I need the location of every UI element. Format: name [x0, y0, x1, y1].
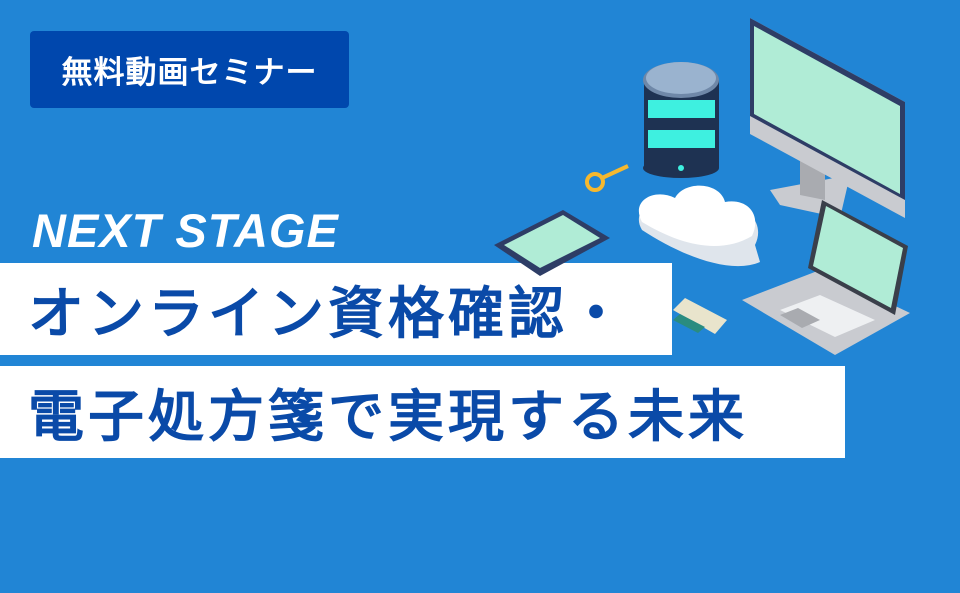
subtitle: NEXT STAGE: [32, 204, 339, 257]
illustration: [494, 18, 910, 355]
key-icon: [585, 164, 629, 192]
seminar-badge: 無料動画セミナー: [30, 31, 349, 108]
login-card-icon: [673, 298, 727, 334]
laptop-icon: [742, 200, 910, 355]
cloud-icon: [638, 185, 760, 267]
title-line-2: 電子処方箋で実現する未来: [0, 366, 845, 458]
tablet-icon: [494, 210, 610, 276]
database-server-icon: [643, 62, 719, 178]
title-line-1: オンライン資格確認・: [0, 263, 672, 355]
title-line-1-text: オンライン資格確認・: [28, 281, 628, 347]
desktop-monitor-icon: [750, 18, 905, 218]
title-line-2-text: 電子処方箋で実現する未来: [28, 384, 748, 450]
